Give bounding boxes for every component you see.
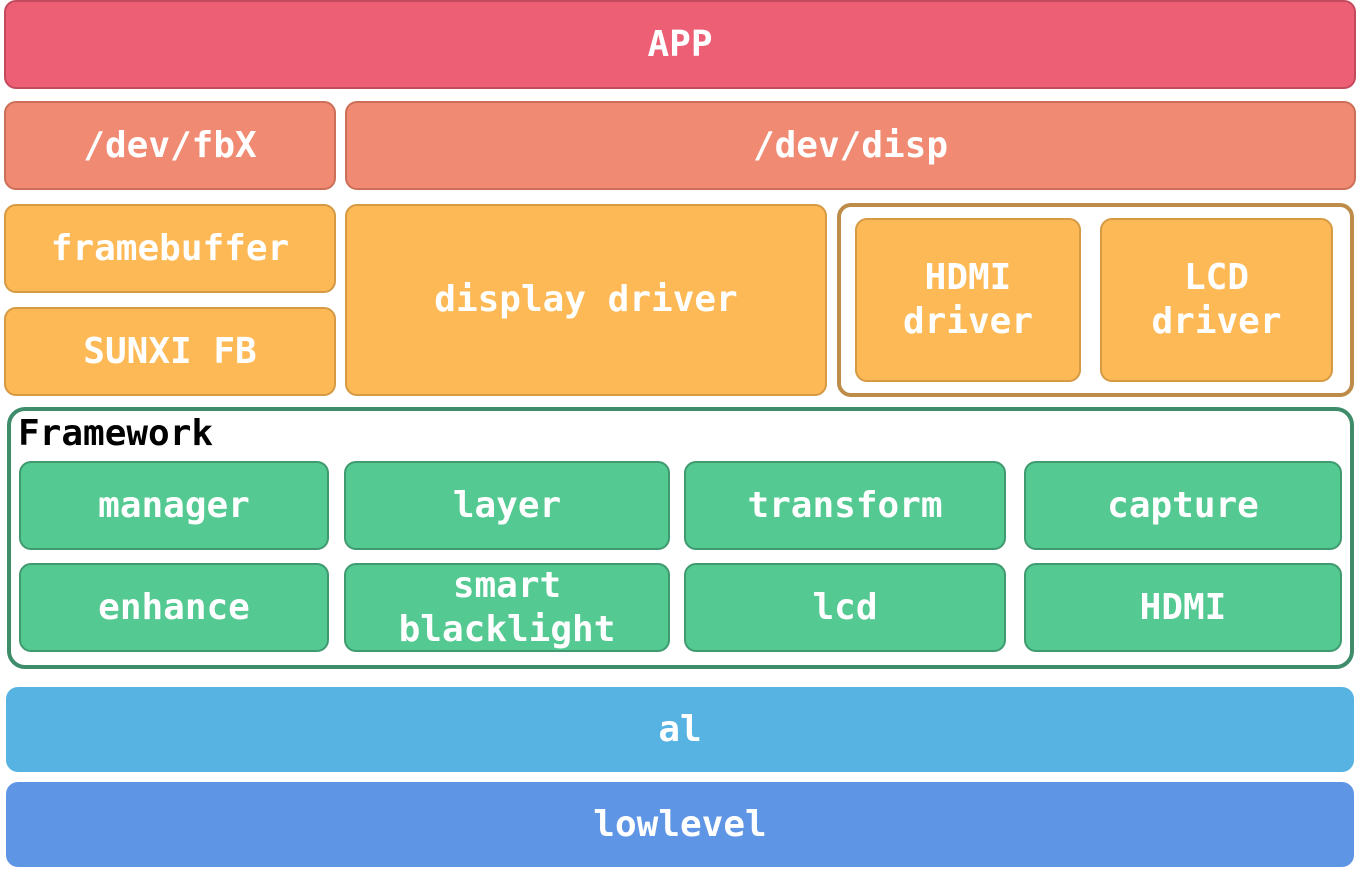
framework-module-transform: transform [684, 461, 1006, 550]
framework-module-enhance: enhance [19, 563, 329, 652]
framework-module-hdmi: HDMI [1024, 563, 1342, 652]
sunxi-fb-box: SUNXI FB [4, 307, 336, 396]
framebuffer-label: framebuffer [50, 227, 290, 269]
framework-module-lcd: lcd [684, 563, 1006, 652]
framework-module-manager: manager [19, 461, 329, 550]
module-label: layer [452, 484, 562, 526]
module-label: manager [98, 484, 250, 526]
dev-fbx-node: /dev/fbX [4, 101, 336, 190]
dev-disp-node: /dev/disp [345, 101, 1356, 190]
hdmi-driver-label: HDMI driver [902, 257, 1034, 342]
display-driver-box: display driver [345, 204, 827, 396]
al-label: al [658, 708, 702, 750]
module-label: smart blacklight [398, 564, 616, 650]
module-label: lcd [812, 586, 878, 628]
dev-fbx-label: /dev/fbX [83, 124, 257, 166]
app-layer: APP [4, 0, 1356, 89]
lowlevel-label: lowlevel [593, 803, 767, 845]
framework-module-layer: layer [344, 461, 670, 550]
lowlevel-layer: lowlevel [6, 782, 1354, 867]
framework-module-capture: capture [1024, 461, 1342, 550]
sunxi-fb-label: SUNXI FB [83, 330, 257, 372]
module-label: transform [747, 484, 943, 526]
lcd-driver-box: LCD driver [1100, 218, 1333, 382]
dev-disp-label: /dev/disp [752, 124, 949, 166]
framework-module-smart-blacklight: smart blacklight [344, 563, 670, 652]
framebuffer-box: framebuffer [4, 204, 336, 293]
lcd-driver-label: LCD driver [1151, 257, 1282, 342]
framework-title: Framework [18, 413, 214, 454]
module-label: HDMI [1139, 586, 1227, 628]
display-driver-label: display driver [434, 279, 738, 320]
al-layer: al [6, 687, 1354, 772]
hdmi-driver-box: HDMI driver [855, 218, 1081, 382]
app-label: APP [647, 23, 713, 65]
module-label: capture [1107, 484, 1259, 526]
module-label: enhance [98, 586, 250, 628]
